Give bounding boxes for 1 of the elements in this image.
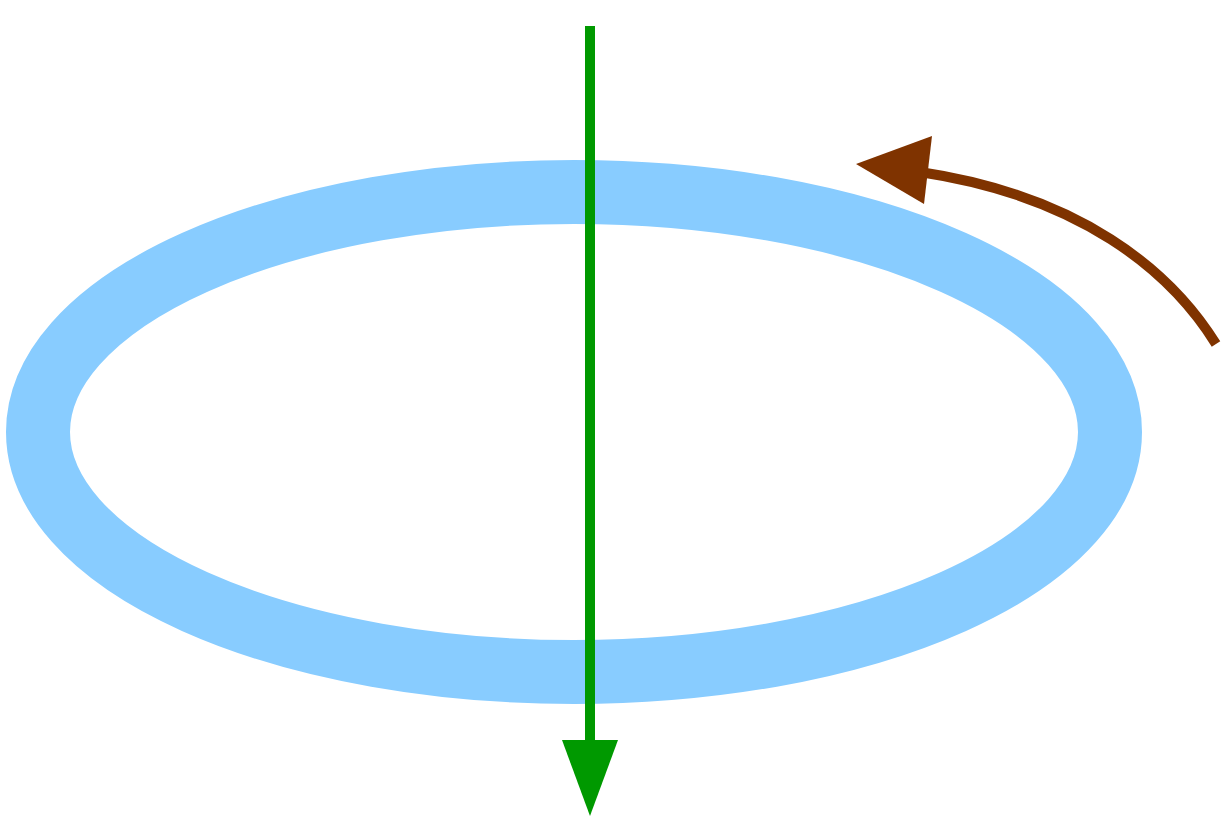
ring xyxy=(6,160,1142,704)
